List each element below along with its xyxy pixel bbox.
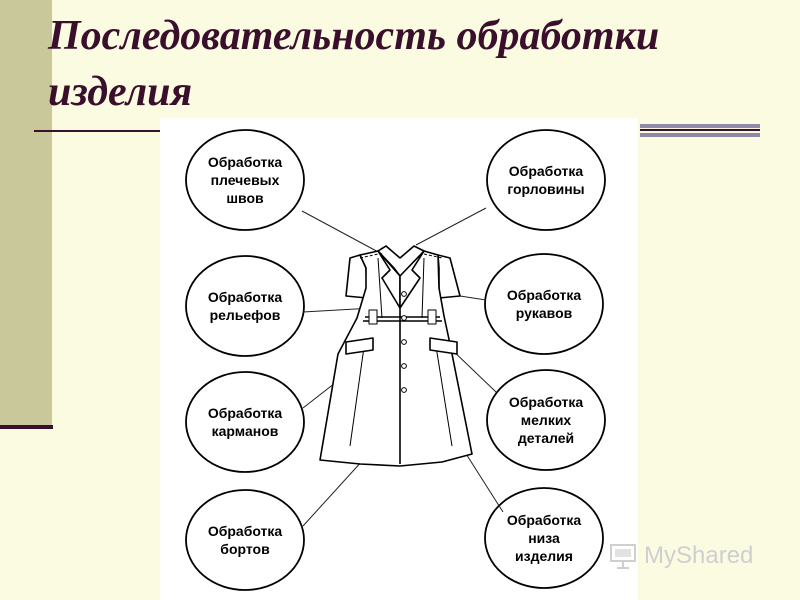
watermark: MyShared (608, 538, 778, 574)
diagram-panel: Обработка плечевых швов Обработка горлов… (160, 118, 638, 600)
side-decoration-bar (0, 0, 52, 425)
side-decoration-mark (0, 425, 53, 429)
ellipse-shoulder (185, 129, 305, 231)
slide-title: Последовательность обработки изделия (48, 13, 660, 115)
title-underline-right (640, 124, 760, 138)
ellipse-small-parts (486, 369, 606, 471)
node-small-parts: Обработка мелких деталей (508, 394, 584, 446)
watermark-text: MyShared (644, 542, 754, 569)
projector-screen-icon (610, 544, 636, 569)
ellipse-hem (484, 487, 604, 589)
ellipse-sleeves (484, 253, 604, 355)
node-reliefs: Обработка рельефов (207, 289, 283, 323)
node-hem: Обработка низа изделия (506, 512, 582, 564)
node-pockets: Обработка карманов (207, 405, 283, 439)
ellipse-front-edges (185, 489, 305, 591)
title-underline-left (34, 130, 160, 132)
node-front-edges: Обработка бортов (207, 523, 283, 557)
node-sleeves: Обработка рукавов (506, 287, 582, 321)
node-shoulder-seams: Обработка плечевых швов (207, 154, 283, 206)
ellipse-neckline (486, 129, 606, 231)
coat-buttons (401, 291, 407, 393)
diagram-svg (185, 129, 606, 591)
coat-drawing (319, 245, 473, 467)
ellipse-pockets (185, 371, 305, 473)
ellipse-reliefs (185, 255, 305, 357)
node-neckline: Обработка горловины (507, 163, 585, 197)
